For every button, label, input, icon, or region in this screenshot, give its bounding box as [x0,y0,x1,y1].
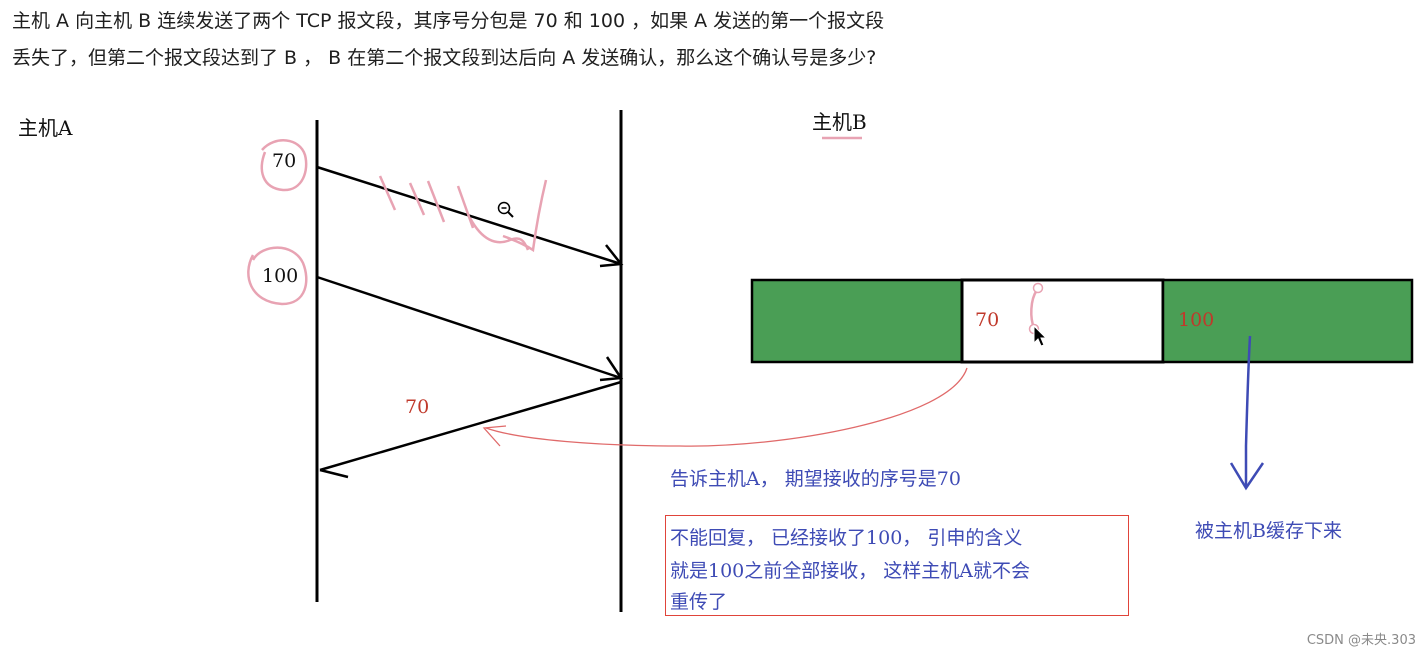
ack-arrow [319,380,622,472]
seq-100-highlight-circle [247,246,308,306]
explanation-line-2: 就是100之前全部接收， 这样主机A就不会 [670,560,1031,582]
expect-curve-arrowhead [482,425,507,447]
buffer-gap-label: 70 [975,309,1000,331]
cache-arrow [1244,335,1252,486]
explanation-line-3: 重传了 [670,591,728,613]
ack-arrowhead [319,468,349,479]
seq-70-highlight-circle [260,139,308,192]
seq-70-label: 70 [272,150,297,172]
seq-100-label: 100 [262,265,299,287]
host-a-label: 主机A [18,116,73,140]
expect-curve-arrow [485,367,968,447]
mouse-cursor-icon [1033,324,1048,347]
question-line-1: 主机 A 向主机 B 连续发送了两个 TCP 报文段，其序号分包是 70 和 1… [12,10,885,32]
question-line-2: 丢失了，但第二个报文段达到了 B ， B 在第二个报文段到达后向 A 发送确认，… [12,47,877,69]
cached-note: 被主机B缓存下来 [1195,520,1342,542]
watermark: CSDN @未央.303 [1306,633,1416,648]
cache-arrowhead [1229,462,1265,491]
segment-100-arrowhead [599,356,624,382]
buffer-gap [960,278,1165,364]
host-b-label: 主机B [812,110,867,134]
expect-note: 告诉主机A， 期望接收的序号是70 [670,468,961,490]
buffer-received-label: 100 [1178,309,1215,331]
ack-number-label: 70 [405,396,430,418]
lost-segment-marks [378,175,548,253]
explanation-box [665,515,1129,616]
buffer-received [1161,278,1414,364]
explanation-line-1: 不能回复， 已经接收了100， 引申的含义 [670,527,1023,549]
segment-100-arrow [316,275,622,380]
zoom-out-icon [497,201,514,218]
segment-70-arrowhead [599,244,624,268]
buffer-before [750,278,964,364]
